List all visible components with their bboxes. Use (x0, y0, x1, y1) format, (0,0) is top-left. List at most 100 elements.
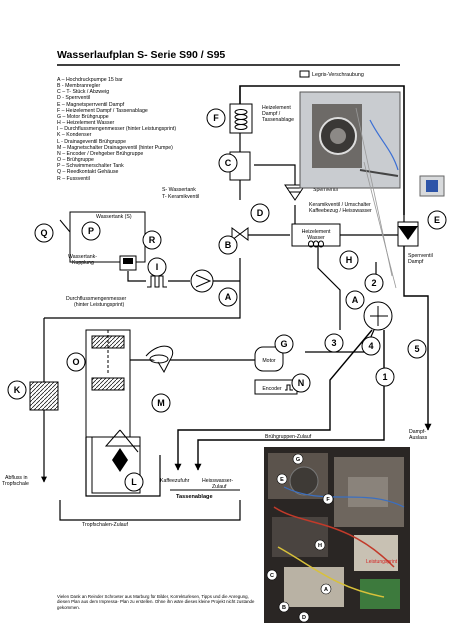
page-title: Wasserlaufplan S- Serie S90 / S95 (57, 49, 226, 61)
marker-d: D (250, 203, 270, 223)
svg-text:4: 4 (368, 341, 373, 351)
photo-marker-b (278, 601, 290, 613)
svg-text:O: O (72, 357, 79, 367)
legend-item: D - Sperrventil (57, 95, 91, 102)
svg-text:A: A (324, 587, 328, 593)
svg-text:G: G (280, 339, 287, 349)
marker-5: 5 (407, 339, 427, 359)
legend-item: E – Magnetsperrventil Dampf (57, 101, 125, 108)
legend-item: Q – Reedkontakt Gehäuse (57, 169, 119, 176)
marker-p: P (81, 221, 101, 241)
label-wassertank-kupplung: Wassertank-Kupplung (68, 254, 97, 266)
drain-valve-switch (104, 429, 140, 453)
pipe-group-supply (44, 296, 241, 319)
legend-item: G – Motor Brühgruppe (57, 113, 109, 120)
marker-1: 1 (375, 367, 395, 387)
legend-item: O – Brühgruppe (57, 157, 94, 164)
svg-text:B: B (282, 605, 286, 611)
encoder-pulse-icon (285, 384, 293, 391)
heater-f-coil-icon (234, 109, 248, 130)
legend-item: L - Drainageventil Brühgruppe (57, 138, 127, 145)
label-heisswasser-zulauf: Heisswasser-Zulauf (202, 478, 233, 490)
photo-marker-h (314, 539, 326, 551)
marker-e: E (427, 210, 447, 230)
pipe-coffee (174, 329, 373, 471)
pump-arrow-icon (195, 274, 212, 288)
legend-item: N – Encoder / Drehgeber Brühgruppe (57, 150, 144, 157)
marker-k: K (7, 380, 27, 400)
legend-item: I – Durchflussmengenmesser (hinter Leist… (57, 126, 177, 133)
label-tassenablage: Tassenablage (176, 494, 213, 500)
svg-text:A: A (352, 295, 359, 305)
svg-text:D: D (302, 615, 306, 621)
pipe-coupling-to-flowmeter (127, 271, 146, 282)
marker-o: O (66, 352, 86, 372)
svg-text:2: 2 (371, 278, 376, 288)
pipe-steam-outlet (403, 246, 432, 431)
condenser-k (29, 381, 59, 411)
legend-item: M – Magnetschalter Drainageventil (hinte… (57, 144, 173, 151)
credits-text: Vielen Dank an Reinder Schroeter aus Mar… (57, 594, 255, 610)
legend-item: F – Heizelement Dampf / Tassenablage (57, 107, 148, 114)
legend-item: B - Membranregler (57, 83, 101, 90)
svg-text:Q: Q (40, 228, 47, 238)
photo-marker-e (276, 473, 288, 485)
marker-a-2: A (345, 290, 365, 310)
label-bruehgruppen-zulauf: Brühgruppen-Zulauf (265, 434, 312, 440)
legend-item: C – T- Stück / Abzweig (57, 89, 110, 96)
tank-reed-contact-icon (59, 219, 71, 233)
svg-text:I: I (156, 262, 159, 272)
motor-g (254, 346, 284, 372)
label-dampf-auslass: Dampf-Auslass (409, 429, 428, 441)
svg-text:E: E (434, 215, 440, 225)
pipe-top-loop (239, 85, 405, 215)
photo-marker-d (298, 611, 310, 623)
legris-fitting-icon (299, 70, 310, 78)
marker-3: 3 (324, 333, 344, 353)
steam-valve-symbol-icon (398, 226, 418, 240)
label-kaffeezufuhr: Kaffeezufuhr (160, 478, 190, 484)
flowmeter-pulse-icon (147, 275, 167, 288)
legend-list: A – Hochdruckpumpe 15 bar B - Membranreg… (57, 77, 176, 182)
marker-4: 4 (361, 336, 381, 356)
legend-item: H – Heizelement Wasser (57, 120, 115, 127)
heater-h (291, 223, 341, 247)
svg-text:C: C (225, 158, 232, 168)
marker-g: G (274, 334, 294, 354)
legend-item: R – Fussventil (57, 175, 90, 182)
membrane-regulator-b (231, 227, 249, 241)
marker-i: I (147, 257, 167, 277)
switch-valve-cross-icon (370, 306, 388, 326)
label-wassertank: Wassertank (S) (96, 214, 132, 220)
pointer-line (363, 161, 397, 289)
label-tropfschalen-zulauf: Tropfschalen-Zulauf (82, 522, 128, 528)
svg-text:L: L (131, 477, 137, 487)
photo-machine-interior: G E F H C B A D Leistungsprint (264, 447, 410, 623)
svg-text:B: B (225, 240, 232, 250)
marker-a: A (218, 287, 238, 307)
tank-coupling-valve-icon (123, 258, 133, 264)
marker-m: M (151, 393, 171, 413)
marker-q: Q (34, 223, 54, 243)
svg-text:3: 3 (331, 338, 336, 348)
pipe-drain-loop (85, 437, 161, 497)
heater-h-coil-icon (308, 240, 324, 248)
rotation-arrow-icon (145, 345, 173, 374)
svg-text:D: D (257, 208, 264, 218)
label-motor: Motor (262, 358, 276, 364)
marker-c: C (218, 153, 238, 173)
label-durchflussmengenmesser: Durchflussmengenmesser(hinter Leistungsp… (66, 296, 127, 308)
pipe-heater-down (317, 246, 341, 330)
svg-text:R: R (149, 235, 156, 245)
svg-text:K: K (14, 385, 21, 395)
marker-l: L (124, 472, 144, 492)
marker-b: B (218, 235, 238, 255)
svg-text:H: H (318, 543, 322, 549)
pipe-c-to-sperrventil (254, 164, 296, 185)
svg-text:F: F (326, 497, 330, 503)
